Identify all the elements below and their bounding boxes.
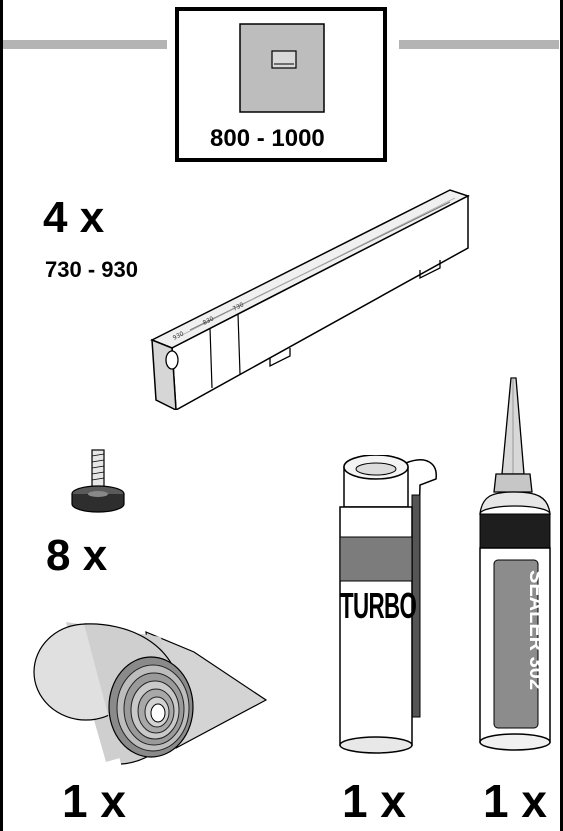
foam-can-icon — [339, 455, 437, 754]
svg-text:930: 930 — [172, 330, 186, 342]
header-range-text: 800 - 1000 — [210, 125, 325, 152]
rail-range: 730 - 930 — [45, 257, 138, 282]
sealer-label: SEALER 302 — [525, 570, 547, 691]
foam-quantity: 1 x — [342, 775, 406, 827]
rail-icon: 930 830 730 — [150, 189, 470, 410]
tape-quantity: 1 x — [62, 775, 126, 827]
svg-text:730: 730 — [232, 301, 246, 313]
foot-quantity: 8 x — [46, 531, 108, 580]
tape-roll-icon — [33, 622, 268, 765]
leveling-foot-icon — [71, 449, 125, 513]
rail-quantity: 4 x — [43, 193, 105, 242]
foam-can-label: TURBO — [340, 585, 417, 626]
sealer-tube-icon — [479, 377, 551, 751]
sealer-quantity: 1 x — [483, 775, 547, 827]
svg-text:830: 830 — [202, 315, 216, 327]
